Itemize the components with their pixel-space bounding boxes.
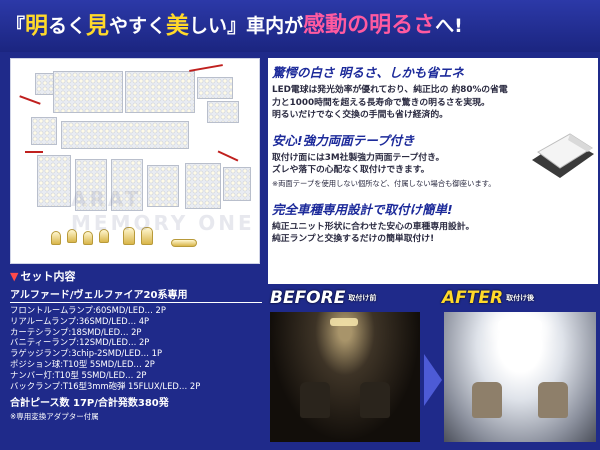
- triangle-down-icon: ▼: [10, 270, 19, 283]
- double-sided-tape-image: [532, 133, 594, 178]
- t10-bulb: [67, 229, 77, 243]
- list-item: カーテシランプ:18SMD/LED… 2P: [10, 326, 142, 337]
- arrow-right-icon: [424, 354, 442, 406]
- list-item: ナンバー灯:T10型 5SMD/LED… 2P: [10, 369, 147, 380]
- feature-body-line: ズレや落下の心配なく取付けできます。: [272, 165, 430, 175]
- feature-heading: 安心!強力両面テープ付き: [272, 132, 415, 148]
- banner-text-4: 車内が: [246, 14, 304, 37]
- led-board-courtesy: [223, 167, 251, 201]
- t10-bulb: [99, 229, 109, 243]
- after-label-text: AFTER: [442, 288, 504, 308]
- led-board-front: [125, 71, 195, 113]
- led-board-rear: [147, 165, 179, 207]
- wire: [25, 151, 43, 153]
- after-caption: 取付け後: [506, 294, 535, 302]
- product-photo: ARAT MEMORY ONE: [10, 58, 260, 264]
- led-board-rear: [111, 159, 143, 211]
- vehicle-model: アルファード/ヴェルファイア20系専用: [10, 286, 262, 303]
- banner-bracket-open: 『: [6, 14, 26, 37]
- before-label-text: BEFORE: [270, 288, 346, 308]
- set-item-list: フロントルームランプ:60SMD/LED… 2P リアルームランプ:36SMD/…: [10, 305, 262, 391]
- after-interior-photo: [444, 312, 596, 442]
- feature-body-line: 純正ランプと交換するだけの簡単取付け!: [272, 234, 435, 244]
- feature-body-line: 力と1000時間を超える長寿命で驚きの明るさを実現。: [272, 97, 490, 108]
- t10-bulb: [83, 231, 93, 245]
- feature-body-line: LED電球は発光効率が優れており、純正比の 約80%の省電: [272, 85, 508, 95]
- dome-light: [498, 320, 542, 332]
- festoon-bulb: [171, 239, 197, 247]
- led-board-rear: [61, 121, 189, 149]
- seat: [538, 382, 568, 418]
- led-board-courtesy: [31, 117, 57, 145]
- banner-text-3: しい: [189, 14, 228, 37]
- feature-note: ※両面テープを使用しない個所など、付属しない場合も御座います。: [272, 178, 496, 188]
- set-contents-title: ▼セット内容: [10, 268, 262, 284]
- set-note: ※専用変換アダプター付属: [10, 412, 99, 422]
- led-board-vanity: [197, 77, 233, 99]
- seat: [472, 382, 502, 418]
- feature-panel: 驚愕の白さ 明るさ、しかも省エネ LED電球は発光効率が優れており、純正比の 約…: [268, 58, 598, 446]
- led-board-front: [53, 71, 123, 113]
- before-interior-photo: [270, 312, 420, 442]
- seat: [300, 382, 330, 418]
- banner-word-1: 明: [25, 12, 49, 39]
- banner-text-2: やすく: [109, 14, 167, 37]
- set-total: 合計ピース数 17P/合計発数380発: [10, 398, 169, 410]
- banner-bracket-close: 』: [227, 14, 247, 37]
- feature-tape: 安心!強力両面テープ付き 取付け面には3M社製強力両面テープ付き。 ズレや落下の…: [272, 130, 592, 189]
- feature-body-line: 明るいだけでなく交換の手間も省け経済的。: [272, 110, 448, 120]
- banner-word-3: 美: [166, 12, 190, 39]
- wire: [19, 95, 41, 105]
- list-item: リアルームランプ:36SMD/LED… 4P: [10, 315, 150, 326]
- seat: [360, 382, 390, 418]
- feature-body-line: 純正ユニット形状に合わせた安心の車種専用設計。: [272, 221, 475, 232]
- list-item: バックランプ:T16型3mm砲弾 15FLUX/LED… 2P: [10, 380, 201, 391]
- t16-bulb: [123, 227, 135, 245]
- photo-watermark: ARAT MEMORY ONE: [71, 187, 255, 235]
- led-board-rear: [75, 159, 107, 211]
- set-title-text: セット内容: [20, 270, 76, 283]
- feature-efficiency: 驚愕の白さ 明るさ、しかも省エネ LED電球は発光効率が優れており、純正比の 約…: [272, 62, 592, 122]
- feature-fitment: 完全車種専用設計で取付け簡単! 純正ユニット形状に合わせた安心の車種専用設計。 …: [272, 199, 592, 246]
- headline-banner: 『 明 るく 見 やすく 美 しい 』 車内が 感動の明るさ へ!: [0, 0, 600, 52]
- led-board-rear: [37, 155, 71, 207]
- wire: [189, 64, 223, 72]
- banner-word-2: 見: [86, 12, 110, 39]
- feature-heading: 驚愕の白さ 明るさ、しかも省エネ: [272, 65, 464, 80]
- led-board-luggage: [185, 163, 221, 209]
- led-board-vanity: [207, 101, 239, 123]
- t16-bulb: [141, 227, 153, 245]
- banner-text-5: へ!: [435, 14, 463, 37]
- feature-heading: 完全車種専用設計で取付け簡単!: [272, 201, 453, 217]
- feature-body-line: 取付け面には3M社製強力両面テープ付き。: [272, 152, 445, 163]
- list-item: ラゲッジランプ:3chip-2SMD/LED… 1P: [10, 348, 163, 359]
- list-item: フロントルームランプ:60SMD/LED… 2P: [10, 305, 166, 315]
- set-contents-panel: ▼セット内容 アルファード/ヴェルファイア20系専用 フロントルームランプ:60…: [10, 268, 262, 446]
- t10-bulb: [51, 231, 61, 245]
- dome-light: [330, 318, 358, 326]
- wire: [217, 150, 239, 162]
- before-caption: 取付け前: [348, 294, 377, 302]
- list-item: ポジション球:T10型 5SMD/LED… 2P: [10, 358, 155, 369]
- list-item: バニティーランプ:12SMD/LED… 2P: [10, 337, 150, 348]
- banner-highlight: 感動の明るさ: [303, 13, 436, 38]
- banner-text-1: るく: [48, 14, 87, 37]
